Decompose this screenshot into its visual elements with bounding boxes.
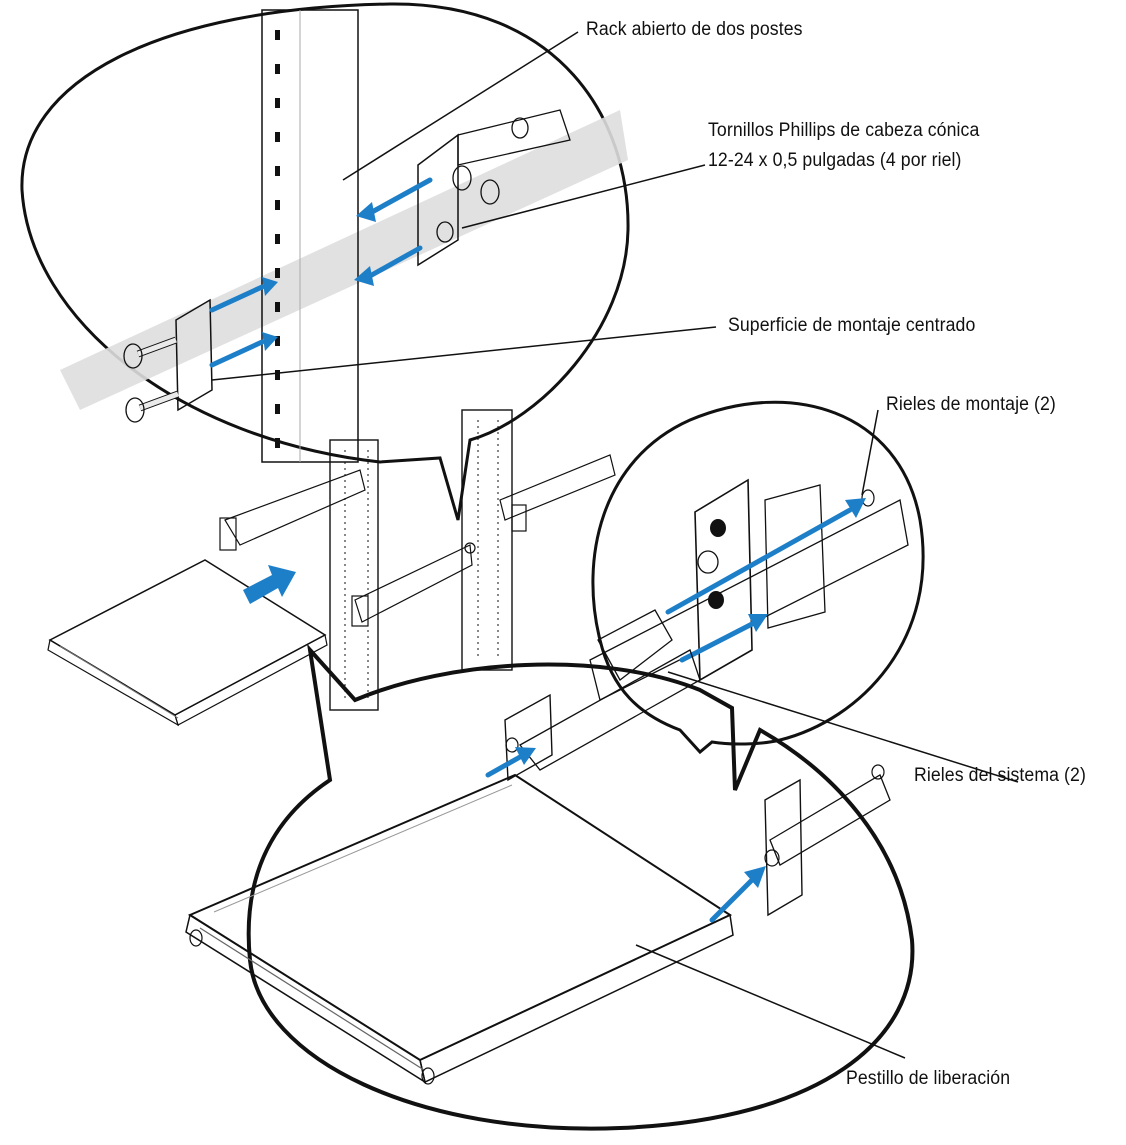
rack-post-magnified [261, 9, 359, 463]
screws-right [436, 117, 529, 243]
label-screws-line2: 12-24 x 0,5 pulgadas (4 por riel) [708, 150, 962, 171]
background-rack [47, 409, 616, 727]
magnified-rack-detail [20, 2, 630, 521]
system-unit-small [47, 559, 328, 727]
label-mount-surface: Superficie de montaje centrado [728, 315, 976, 336]
label-rack: Rack abierto de dos postes [586, 19, 803, 40]
rack-post-right [461, 409, 513, 671]
label-screws-line1: Tornillos Phillips de cabeza cónica [708, 120, 980, 141]
system-unit-large [185, 773, 734, 1085]
label-release-latch: Pestillo de liberación [846, 1068, 1011, 1089]
leader-lines [211, 31, 1019, 1059]
label-mount-rails: Rieles de montaje (2) [886, 394, 1056, 415]
label-system-rails: Rieles del sistema (2) [914, 765, 1086, 786]
screws-left [123, 336, 180, 423]
insert-arrow-icon [243, 565, 296, 604]
post-holes [275, 30, 280, 448]
screw-arrows [209, 177, 433, 368]
rack-post-left [329, 439, 379, 711]
magnified-system-detail [185, 643, 915, 1131]
